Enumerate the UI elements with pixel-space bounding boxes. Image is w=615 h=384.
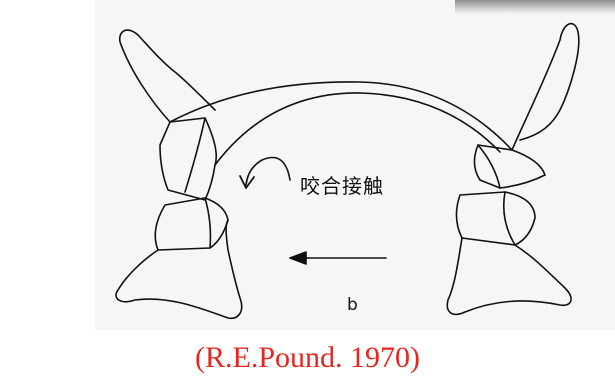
upper-left-tooth	[160, 118, 216, 200]
contact-arrow-curve	[246, 158, 290, 186]
upper-arch-outer	[170, 82, 512, 150]
upper-right-flange	[512, 24, 579, 150]
lower-left-tooth	[155, 198, 228, 250]
force-arrow-head	[290, 252, 306, 264]
lower-left-tooth-line	[205, 198, 210, 248]
upper-arch-inner	[215, 93, 500, 165]
panel-label: b	[347, 295, 358, 315]
upper-right-tooth-line	[478, 145, 500, 188]
lower-right-flange	[447, 238, 571, 314]
upper-left-tooth-line	[185, 118, 205, 192]
upper-right-tooth	[474, 145, 545, 188]
lower-right-tooth-line	[504, 192, 515, 245]
lower-left-flange	[116, 220, 242, 318]
lower-right-tooth	[456, 192, 535, 245]
citation-caption: (R.E.Pound. 1970)	[0, 341, 615, 375]
occlusal-contact-label: 咬合接触	[300, 170, 384, 199]
denture-occlusion-diagram	[0, 0, 615, 330]
